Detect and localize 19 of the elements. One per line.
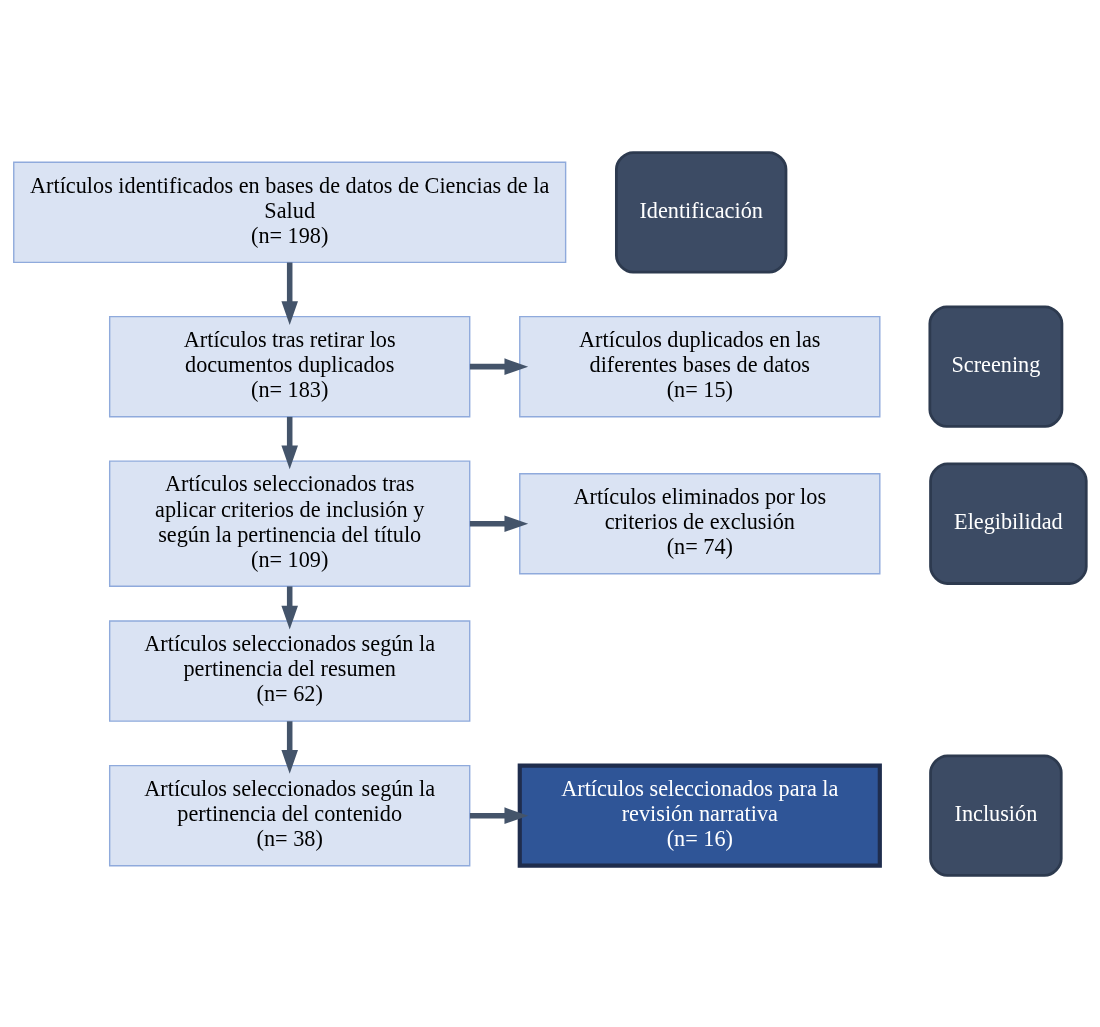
node-box: Elegibilidad	[929, 462, 1088, 585]
arrow	[281, 416, 298, 469]
node-box: Screening	[928, 305, 1064, 428]
arrow	[281, 585, 298, 629]
node-box: Artículos seleccionados para la revisión narrativa (n= 16)	[517, 763, 882, 868]
node-box: Artículos tras retirar los documentos duplicados (n= 183)	[108, 315, 471, 417]
node-box: Inclusión	[929, 754, 1063, 877]
arrow	[281, 720, 298, 774]
node-box: Artículos eliminados por los criterios de exclusión (n= 74)	[519, 472, 881, 574]
arrow	[469, 514, 529, 532]
arrow	[469, 357, 529, 375]
arrow	[469, 806, 529, 824]
node-box: Artículos seleccionados tras aplicar criterios de inclusión y según la pertinencia del título (n= 109)	[108, 459, 471, 587]
node-box: Artículos seleccionados según la pertinencia del resumen (n= 62)	[108, 619, 471, 722]
arrow	[281, 262, 298, 325]
node-box: Identificación	[615, 150, 788, 273]
node-box: Artículos seleccionados según la pertinencia del contenido (n= 38)	[108, 764, 471, 866]
node-box: Artículos duplicados en las diferentes bases de datos (n= 15)	[519, 315, 881, 417]
node-box: Artículos identificados en bases de datos de Ciencias de la Salud (n= 198)	[13, 161, 567, 263]
